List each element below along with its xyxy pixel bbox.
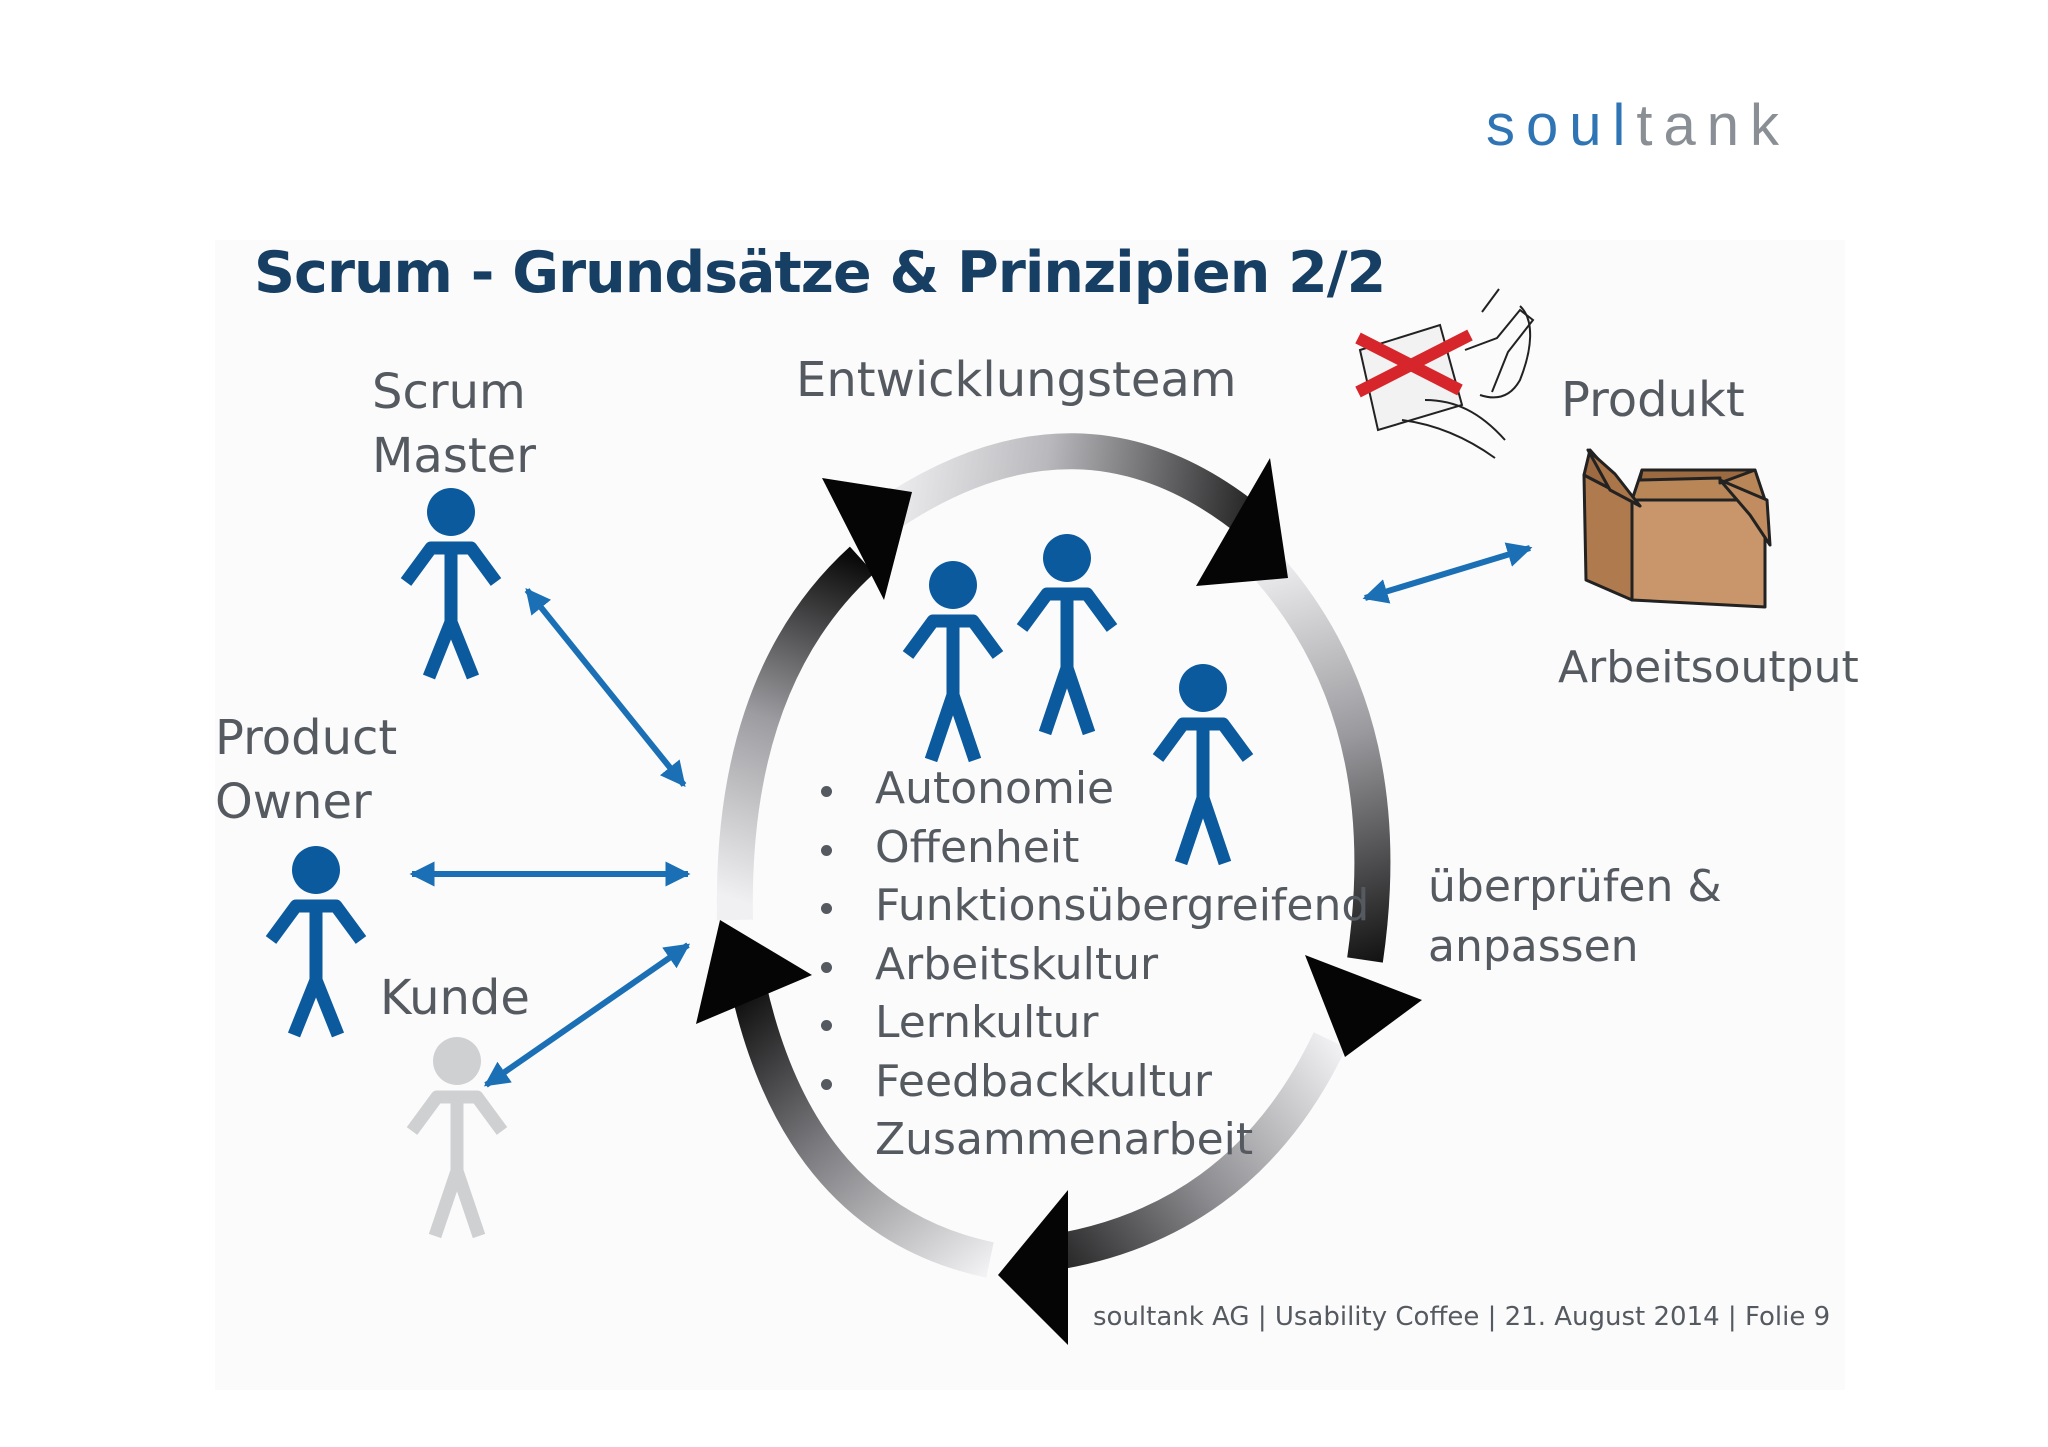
list-item: Arbeitskultur — [815, 936, 1369, 995]
person-icon — [902, 561, 1004, 763]
person-icon — [1016, 534, 1118, 736]
scrum-master-label: Scrum Master — [372, 364, 536, 484]
product-owner-label: Product Owner — [215, 710, 398, 830]
bullet-icon — [821, 961, 832, 973]
slide-background — [215, 240, 1845, 1390]
work-output-label: Arbeitsoutput — [1558, 642, 1859, 693]
team-values-list: Autonomie Offenheit Funktionsübergreifen… — [815, 760, 1369, 1170]
cycle-arc-bottom — [1032, 1032, 1347, 1273]
double-arrow-icon — [524, 588, 687, 787]
bullet-icon — [821, 903, 832, 914]
cycle-arc-left-up — [716, 546, 875, 921]
customer-label: Kunde — [380, 970, 530, 1026]
list-item: Funktionsübergreifend — [815, 877, 1369, 936]
bullet-icon — [821, 786, 832, 797]
cycle-arrowhead-left — [696, 920, 812, 1024]
person-icon — [400, 488, 502, 680]
cycle-arrowhead-right — [1196, 458, 1288, 586]
list-item: Autonomie — [815, 760, 1369, 819]
person-icon — [1152, 664, 1254, 866]
cycle-arrowhead-bottom — [998, 1190, 1068, 1345]
bullet-icon — [821, 844, 832, 856]
list-item: Feedbackkultur — [815, 1053, 1369, 1112]
cycle-arrowhead-top — [822, 478, 912, 600]
product-label: Produkt — [1561, 372, 1745, 428]
dev-team-label: Entwicklungsteam — [796, 352, 1237, 408]
person-icon — [265, 846, 367, 1038]
cycle-arrowhead-lower-right — [1305, 955, 1422, 1057]
crossed-out-document-icon — [1355, 288, 1535, 459]
cycle-ring — [696, 433, 1422, 1345]
slide-footer: soultank AG | Usability Coffee | 21. Aug… — [1093, 1302, 1831, 1332]
list-item: Lernkultur — [815, 994, 1369, 1053]
bullet-icon — [821, 1078, 832, 1090]
inspect-adapt-label: überprüfen & anpassen — [1428, 861, 1722, 972]
bullet-icon — [821, 1020, 832, 1031]
cycle-arc-top — [869, 433, 1267, 539]
double-arrow-icon — [483, 942, 691, 1088]
double-arrow-icon — [1362, 542, 1533, 604]
person-icon — [406, 1037, 508, 1239]
cardboard-box-icon — [1582, 448, 1772, 609]
soultank-logo: soultank — [1486, 93, 1791, 158]
cycle-arc-right — [1256, 558, 1391, 963]
slide-title: Scrum - Grundsätze & Prinzipien 2/2 — [254, 240, 1386, 306]
cycle-arc-left — [730, 981, 994, 1278]
list-item: Zusammenarbeit — [875, 1114, 1254, 1165]
list-item: Offenheit — [815, 819, 1369, 878]
